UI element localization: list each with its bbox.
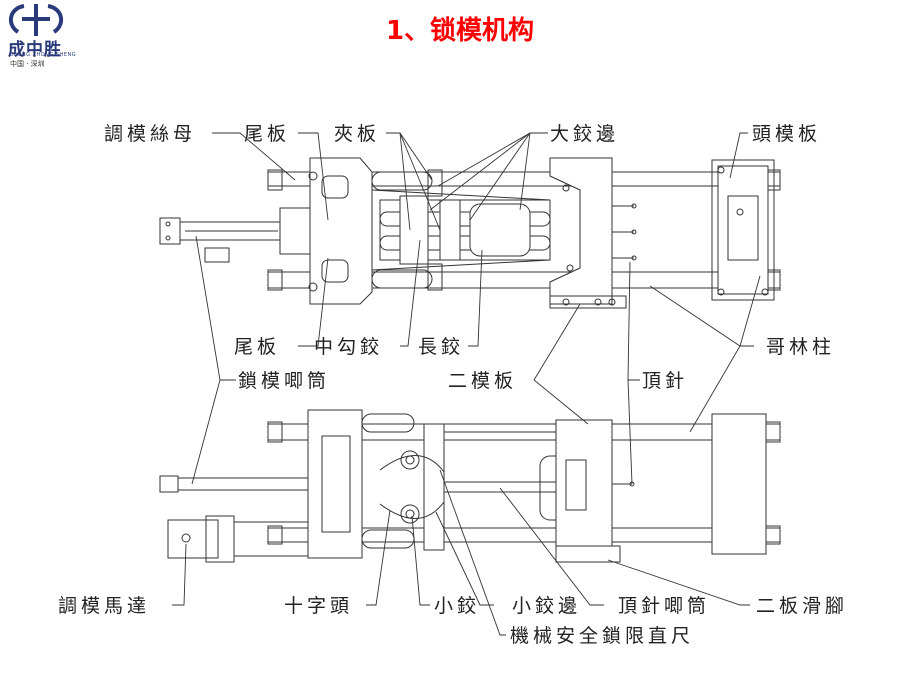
label-middle-hook-hinge: 中勾鉸	[314, 336, 383, 358]
leader-lines	[172, 132, 761, 636]
label-tail-plate-bottom: 尾板	[234, 336, 280, 358]
bottom-machine-view	[159, 409, 781, 563]
label-ejector-pin: 頂針	[642, 370, 688, 392]
logo-name: 成中胜	[8, 40, 62, 60]
label-plate-slide-foot: 二板滑腳	[756, 595, 848, 617]
label-long-hinge: 長鉸	[418, 336, 464, 358]
label-adjust-nut: 調模絲母	[104, 123, 196, 145]
label-small-hinge: 小鉸	[434, 595, 480, 617]
label-adjust-motor: 調模馬達	[58, 595, 150, 617]
logo-emblem	[8, 4, 64, 36]
part-labels: 調模絲母 尾板 夾板 大鉸邊 頭模板 尾板 中勾鉸 長鉸 哥林柱 鎖模唧筒 二模…	[58, 123, 848, 647]
logo-location: 中国 · 深圳	[10, 60, 45, 68]
label-moving-plate: 二模板	[448, 370, 517, 392]
logo-pinyin: CHENG ZHONG SHENG	[10, 52, 77, 58]
label-safety-lock-ruler: 機械安全鎖限直尺	[510, 625, 694, 647]
label-ejector-cylinder: 頂針唧筒	[618, 595, 710, 617]
page-title: 1、锁模机构	[385, 16, 535, 46]
label-clamp-plate: 夾板	[334, 123, 380, 145]
label-tie-bar: 哥林柱	[766, 336, 835, 358]
label-head-plate: 頭模板	[752, 123, 821, 145]
company-logo: 成中胜 CHENG ZHONG SHENG 中国 · 深圳	[4, 4, 100, 68]
label-big-hinge-side: 大鉸邊	[550, 123, 619, 145]
top-machine-view	[159, 157, 781, 309]
label-small-hinge-side: 小鉸邊	[512, 595, 581, 617]
label-cross-head: 十字頭	[284, 595, 353, 617]
label-clamp-cylinder: 鎖模唧筒	[238, 370, 330, 392]
label-tail-plate-top: 尾板	[244, 123, 290, 145]
